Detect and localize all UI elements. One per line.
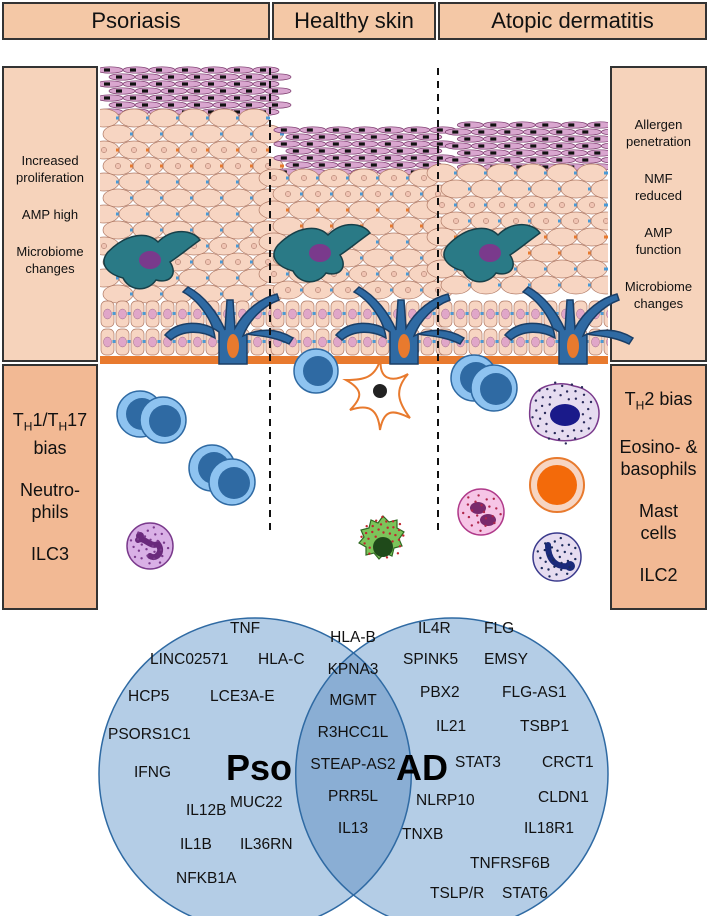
ad-gene-emsy: EMSY (484, 651, 528, 668)
ad-title: AD (396, 747, 448, 788)
reduced-text: reduced (635, 188, 682, 203)
mast-cell-ad (529, 457, 585, 513)
penetration-text: penetration (625, 134, 692, 149)
ad-gene-tnfrsf6b: TNFRSF6B (470, 855, 550, 872)
neutro-text: Neutro- (19, 480, 81, 501)
th1-th17-text: TH1/TH17 (12, 409, 88, 434)
ad-gene-spink5: SPINK5 (403, 651, 458, 668)
pso-gene-il36rn: IL36RN (240, 836, 293, 853)
mast-text: Mast (638, 501, 678, 522)
pso-gene-psors1c1: PSORS1C1 (108, 726, 191, 743)
pso-gene-linc02571: LINC02571 (150, 651, 228, 668)
amp-text: AMP (644, 225, 673, 240)
star-dendritic-cell (342, 356, 411, 431)
eosinophil (457, 488, 505, 536)
ad-gene-pbx2: PBX2 (420, 684, 460, 701)
dendritic-cell-healthy (273, 223, 372, 283)
pso-gene-lce3a-e: LCE3A-E (210, 688, 275, 705)
eosino-text: Eosino- & (619, 437, 698, 458)
ad-epidermis-features: Allergen penetration NMF reduced AMP fun… (610, 66, 707, 362)
ad-gene-crct1: CRCT1 (542, 754, 594, 771)
changes-text-ad: changes (633, 296, 684, 311)
pso-gene-nfkb1a: NFKB1A (176, 870, 237, 887)
ad-gene-flg-as1: FLG-AS1 (502, 684, 567, 701)
ilc3-text: ILC3 (30, 544, 70, 565)
header-atopic-dermatitis: Atopic dermatitis (438, 2, 707, 40)
bias-text: bias (33, 438, 67, 459)
phils-text: phils (31, 502, 69, 523)
venn-overlap (295, 651, 412, 897)
langerhans-cell-ad (503, 286, 635, 365)
lymphocyte-pair-2 (188, 444, 256, 506)
proliferation-text: proliferation (16, 169, 84, 185)
pso-gene-tnf: TNF (230, 620, 260, 637)
psoriasis-epidermis-features: Increased proliferation AMP high Microbi… (2, 66, 98, 362)
shared-gene-kpna3: KPNA3 (328, 661, 379, 678)
psoriasis-immune-features: TH1/TH17 bias Neutro- phils ILC3 (2, 364, 98, 610)
increased-text: Increased (21, 152, 79, 168)
lymphocyte-healthy (293, 348, 339, 394)
ad-gene-tnxb: TNXB (402, 826, 443, 843)
ad-immune-features: TH2 bias Eosino- & basophils Mast cells … (610, 364, 707, 610)
langerhans-cell-psoriasis (163, 286, 295, 365)
microbiome-text-ad: Microbiome (624, 279, 693, 294)
header-psoriasis: Psoriasis (2, 2, 270, 40)
shared-gene-mgmt: MGMT (329, 692, 377, 709)
shared-gene-r3hcc1l: R3HCC1L (318, 724, 389, 741)
changes-text: changes (25, 260, 75, 276)
function-text: function (635, 242, 682, 257)
lymphocyte-pair-ad (450, 354, 518, 412)
header-healthy-skin: Healthy skin (272, 2, 436, 40)
cells-text: cells (640, 523, 677, 544)
pso-gene-ifng: IFNG (134, 764, 171, 781)
ad-gene-flg: FLG (484, 620, 514, 637)
ad-gene-il21: IL21 (436, 718, 466, 735)
ad-gene-tslp-r: TSLP/R (430, 885, 484, 902)
granules (129, 381, 593, 578)
nmf-text: NMF (644, 171, 673, 186)
shared-gene-hla-b: HLA-B (330, 629, 376, 646)
pso-gene-hcp5: HCP5 (128, 688, 169, 705)
shared-gene-steap-as2: STEAP-AS2 (310, 756, 395, 773)
allergen-text: Allergen (634, 117, 683, 132)
pso-gene-il12b: IL12B (186, 802, 227, 819)
ad-gene-stat6: STAT6 (502, 885, 548, 902)
pso-title: Pso (226, 747, 292, 788)
pso-gene-muc22: MUC22 (230, 794, 283, 811)
ad-gene-tsbp1: TSBP1 (520, 718, 569, 735)
lymphocyte-pair-1 (116, 390, 187, 444)
shared-gene-prr5l: PRR5L (328, 788, 378, 805)
dendritic-cell-psoriasis (103, 230, 202, 290)
ad-gene-nlrp10: NLRP10 (416, 792, 475, 809)
ad-gene-il4r: IL4R (418, 620, 451, 637)
shared-gene-il13: IL13 (338, 820, 368, 837)
basement-membrane (100, 356, 608, 364)
basophils-text: basophils (620, 459, 697, 480)
ilc2-text: ILC2 (639, 565, 678, 586)
pso-gene-hla-c: HLA-C (258, 651, 305, 668)
amp-high-text: AMP high (21, 206, 79, 222)
basophil (528, 383, 600, 442)
langerhans-cell-healthy (334, 286, 466, 365)
ad-gene-stat3: STAT3 (455, 754, 501, 771)
ad-gene-il18r1: IL18R1 (524, 820, 574, 837)
pso-gene-il1b: IL1B (180, 836, 212, 853)
microbiome-text: Microbiome (16, 243, 84, 259)
ad-gene-cldn1: CLDN1 (538, 789, 589, 806)
th2-bias-text: TH2 bias (624, 388, 693, 413)
dendritic-cell-ad (443, 223, 542, 283)
